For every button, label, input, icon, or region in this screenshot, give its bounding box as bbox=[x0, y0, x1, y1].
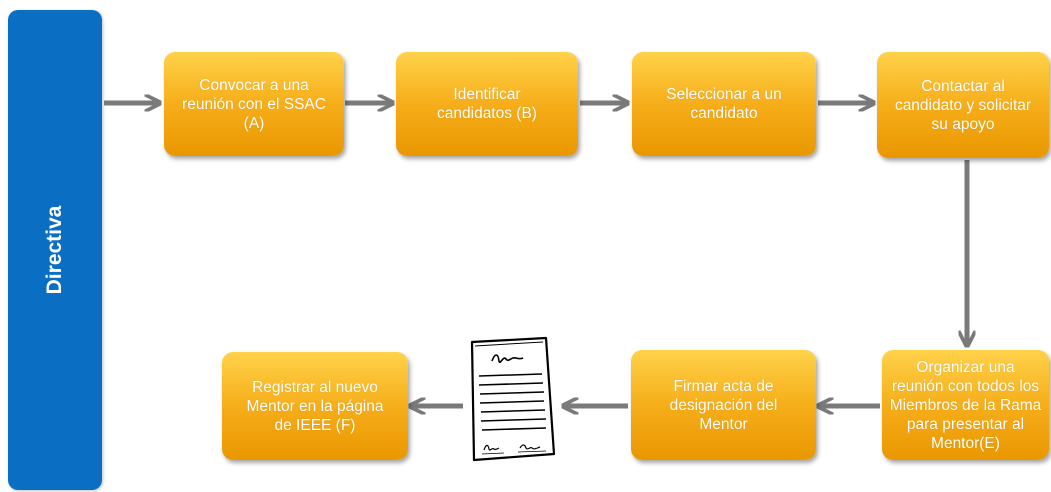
step-f-text: Registrar al nuevo Mentor en la página d… bbox=[246, 378, 384, 434]
step-d-text: Contactar al candidato y solicitar su ap… bbox=[894, 77, 1032, 133]
step-sign-text: Firmar acta de designación del Mentor bbox=[669, 377, 778, 433]
step-sign-box: Firmar acta de designación del Mentor bbox=[631, 350, 816, 460]
signed-document-icon bbox=[470, 336, 556, 462]
step-e-box: Organizar una reunión con todos los Miem… bbox=[882, 350, 1049, 460]
step-b-text: Identificar candidatos (B) bbox=[437, 86, 537, 122]
swimlane-directiva: Directiva bbox=[8, 10, 102, 490]
step-c-text: Seleccionar a un candidato bbox=[666, 86, 782, 122]
step-f-box: Registrar al nuevo Mentor en la página d… bbox=[222, 352, 408, 460]
step-a-box: Convocar a una reunión con el SSAC (A) bbox=[164, 52, 344, 156]
step-e-text: Organizar una reunión con todos los Miem… bbox=[889, 358, 1042, 452]
step-d-box: Contactar al candidato y solicitar su ap… bbox=[877, 52, 1049, 158]
step-a-text: Convocar a una reunión con el SSAC (A) bbox=[182, 76, 326, 132]
step-c-box: Seleccionar a un candidato bbox=[632, 52, 816, 156]
step-b-box: Identificar candidatos (B) bbox=[396, 52, 578, 156]
